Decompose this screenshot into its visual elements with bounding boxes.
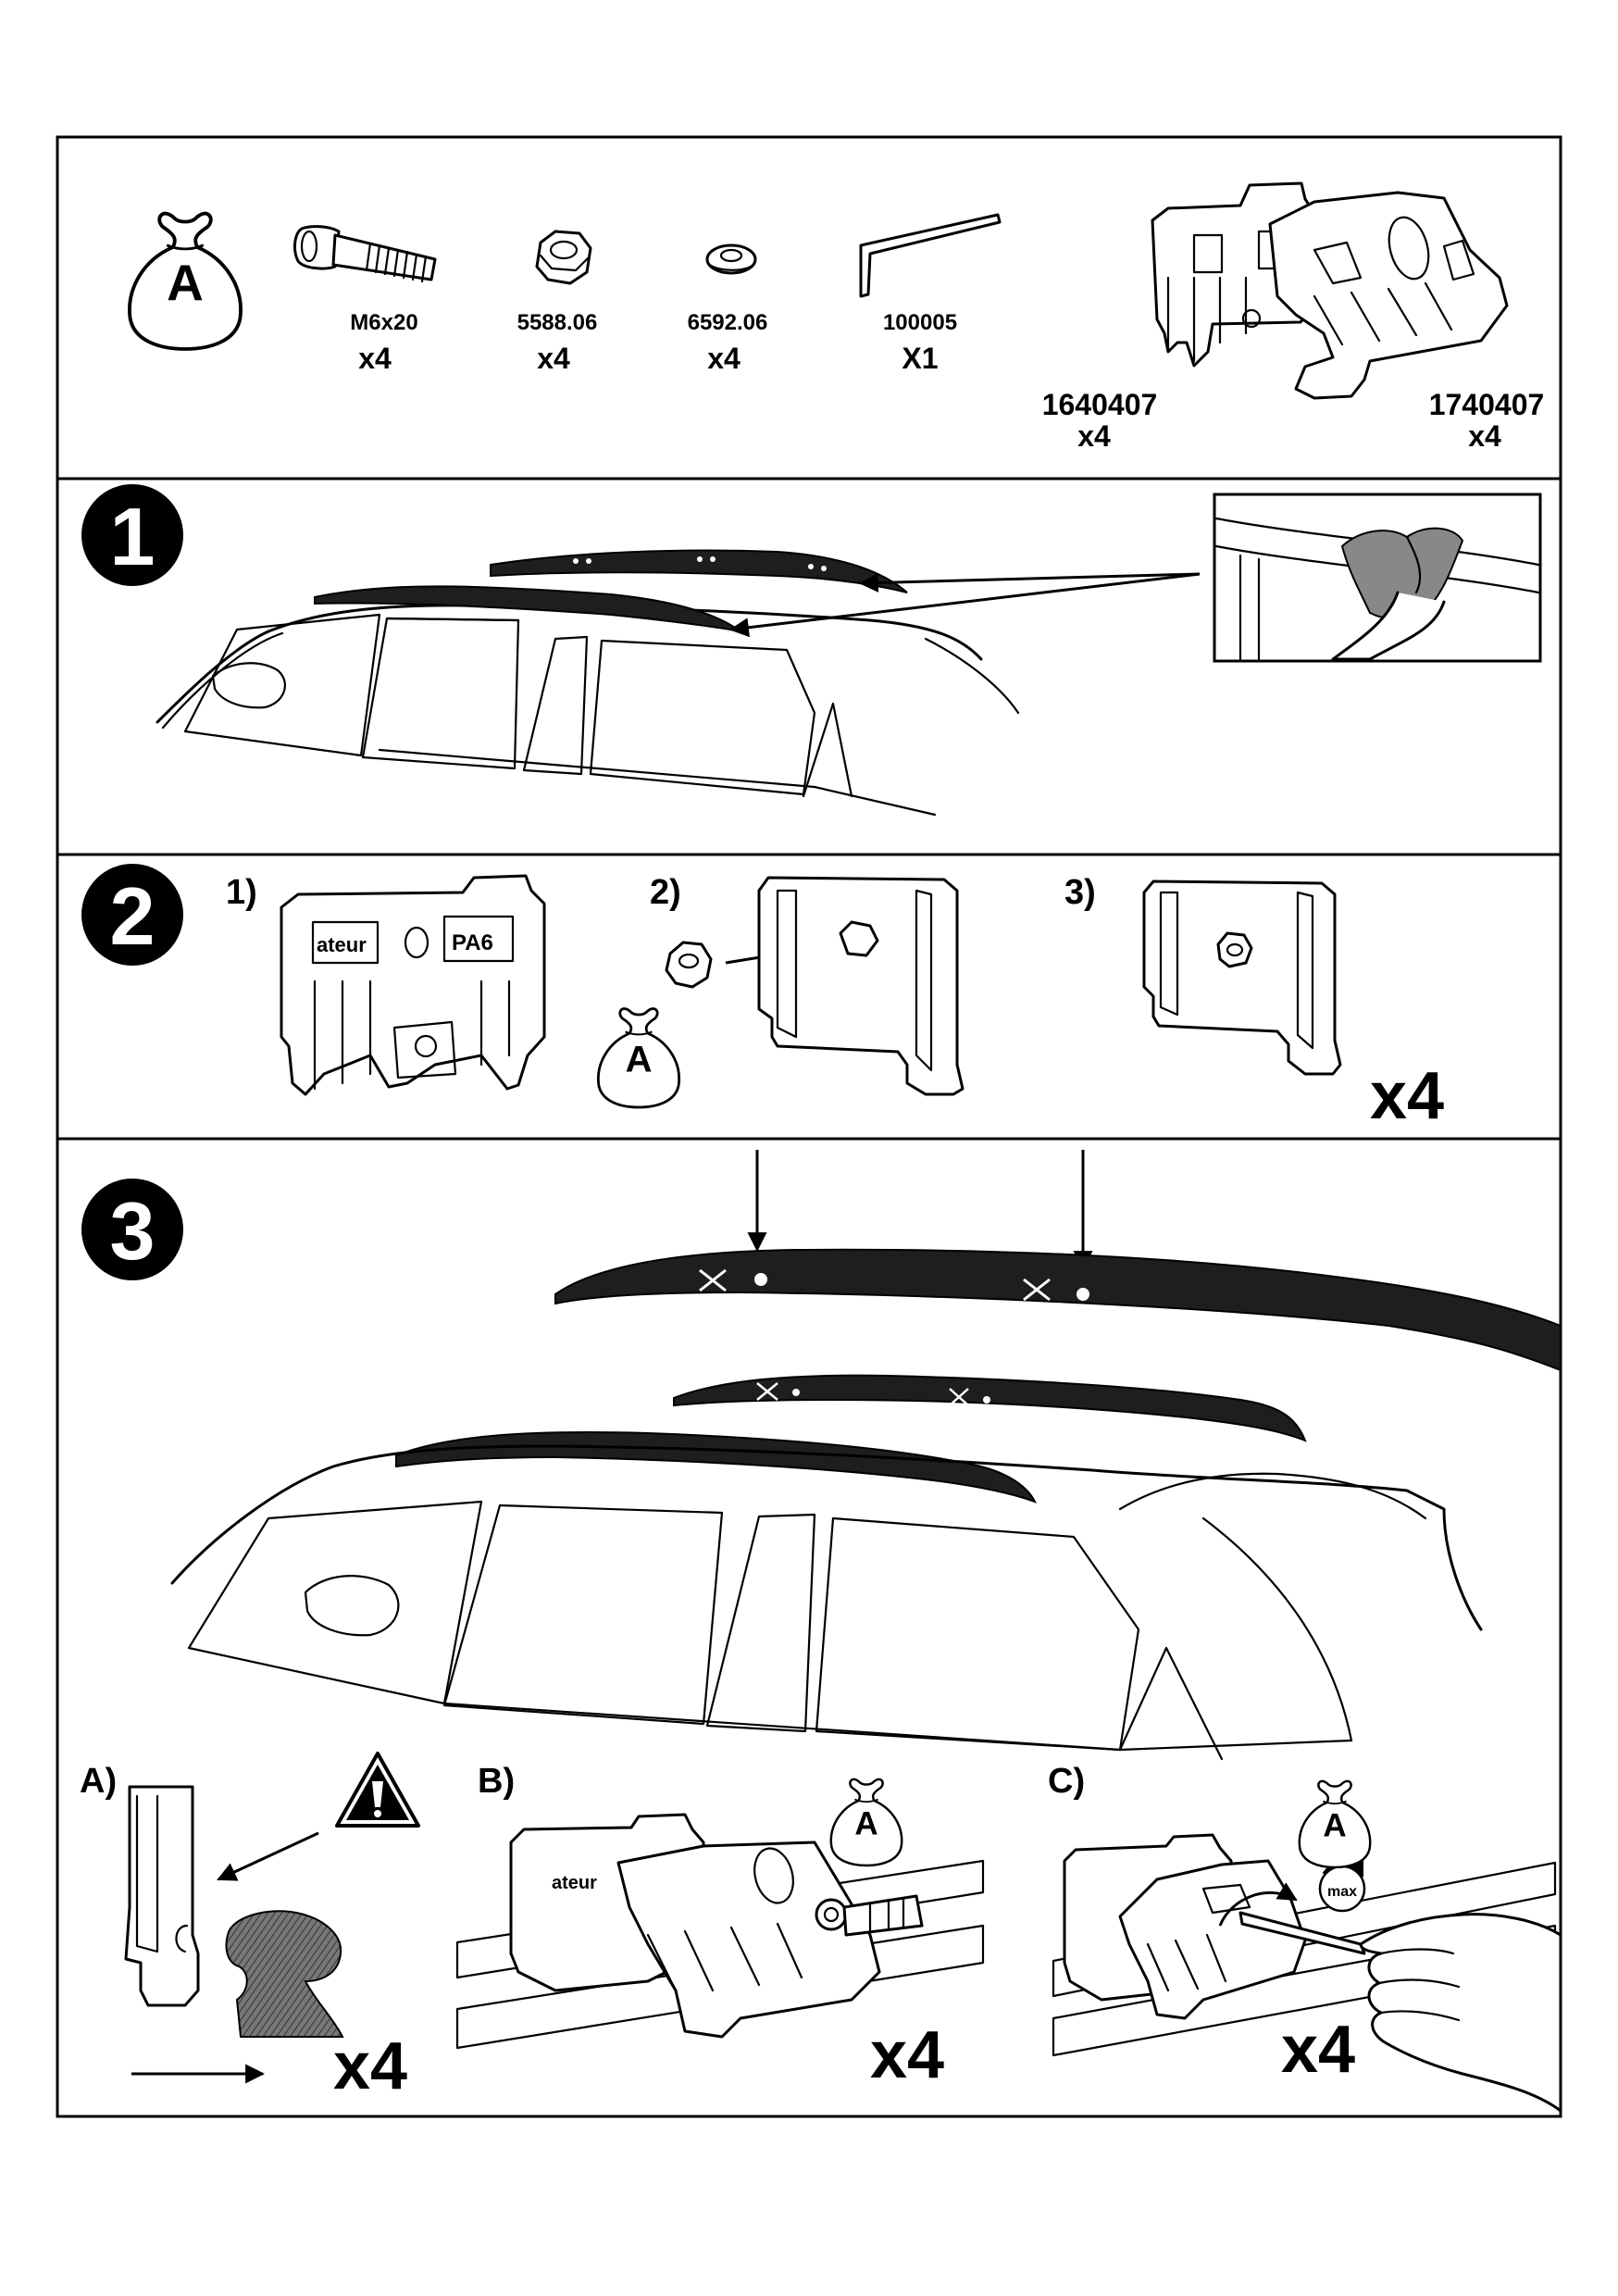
- block-with-nut-slot: [757, 876, 965, 1096]
- torque-max-icon: max: [1318, 1855, 1366, 1913]
- roof-rail-front: [395, 1431, 1038, 1504]
- hand-icon: [1359, 1913, 1562, 2113]
- hardware-bag-icon: A: [829, 1778, 903, 1867]
- pointer-arrow: [728, 572, 1201, 638]
- bag-letter: A: [167, 254, 204, 311]
- step-number: 1: [110, 491, 156, 582]
- hex-key-icon: [1238, 1911, 1366, 1955]
- part-qty: x4: [358, 342, 392, 375]
- car-outline: [156, 604, 1020, 817]
- block-print-text: ateur: [552, 1873, 597, 1893]
- assembled-foot-b: ateur: [509, 1813, 924, 2039]
- roof-rail-rear: [673, 1374, 1307, 1442]
- bag-letter: A: [1323, 1807, 1346, 1843]
- part-code: 1640407: [1042, 388, 1158, 421]
- torque-label: max: [1327, 1884, 1357, 1900]
- parts-panel: A M6x20 x4 5588.06 x4 6592.06 x4: [128, 181, 1545, 453]
- part-code: 6592.06: [688, 310, 768, 335]
- roof-rail-rear: [490, 549, 908, 593]
- cleaning-inset: [1213, 493, 1542, 663]
- step-2-badge: 2: [81, 864, 183, 966]
- outer-foot-icon: 1740407 x4: [1268, 191, 1545, 453]
- step-3-panel: 3: [80, 1150, 1562, 2113]
- step-2-quantity: x4: [1370, 1059, 1444, 1133]
- part-code: M6x20: [350, 310, 417, 335]
- part-qty: x4: [1468, 419, 1501, 453]
- substep-label: B): [478, 1762, 515, 1801]
- part-code: 5588.06: [517, 310, 598, 335]
- step-number: 3: [110, 1185, 156, 1277]
- sheet-frame: [56, 135, 1562, 2118]
- part-qty: x4: [1077, 419, 1111, 453]
- assembled-foot-c: [1063, 1833, 1307, 2020]
- block-side-view: [124, 1785, 200, 2007]
- hardware-bag-icon: A: [1298, 1779, 1372, 1869]
- step-3c-quantity: x4: [1281, 2013, 1355, 2087]
- nut-icon: [665, 941, 713, 989]
- part-code: 100005: [883, 310, 957, 335]
- warning-icon: [335, 1752, 420, 1828]
- block-print-text: PA6: [452, 930, 493, 955]
- step-3-badge: 3: [81, 1179, 183, 1280]
- step-1-panel: 1: [81, 484, 1542, 817]
- nut-icon: 5588.06 x4: [517, 230, 598, 375]
- substep-label: 1): [226, 873, 257, 912]
- step-number: 2: [110, 870, 156, 962]
- part-qty: x4: [537, 342, 570, 375]
- substep-label: C): [1048, 1762, 1085, 1801]
- step-1-badge: 1: [81, 484, 183, 586]
- hex-key-icon: 100005 X1: [859, 213, 1002, 375]
- block-print-text: ateur: [317, 933, 367, 956]
- part-qty: X1: [902, 342, 938, 375]
- rotate-arrow-icon: [1218, 1882, 1298, 1927]
- washer-icon: 6592.06 x4: [688, 243, 768, 375]
- bag-letter: A: [854, 1805, 877, 1841]
- part-code: 1740407: [1429, 388, 1545, 421]
- substep-label: 3): [1064, 873, 1096, 912]
- bag-letter: A: [626, 1040, 653, 1080]
- inner-foot-block: ateur PA6: [280, 874, 546, 1096]
- block-with-nut-inserted: [1142, 880, 1342, 1076]
- substep-label: 2): [650, 873, 681, 912]
- roof-rail-closeup: [554, 1248, 1562, 1372]
- hardware-bag-icon: A: [596, 1007, 681, 1109]
- step-3b-quantity: x4: [870, 2018, 944, 2092]
- bolt-icon: M6x20 x4: [293, 225, 437, 375]
- insert-arrow: [217, 1831, 319, 1881]
- pointer-arrow: [858, 572, 1201, 593]
- step-3a-quantity: x4: [333, 2029, 407, 2103]
- hardware-bag-icon: A: [128, 211, 243, 351]
- step-2-panel: 2 1) 2) 3) ateur PA6 A: [81, 864, 1444, 1133]
- substep-label: A): [80, 1762, 117, 1801]
- rubber-pad-icon: [225, 1910, 344, 2038]
- part-qty: x4: [707, 342, 741, 375]
- car-outline: [170, 1444, 1483, 1761]
